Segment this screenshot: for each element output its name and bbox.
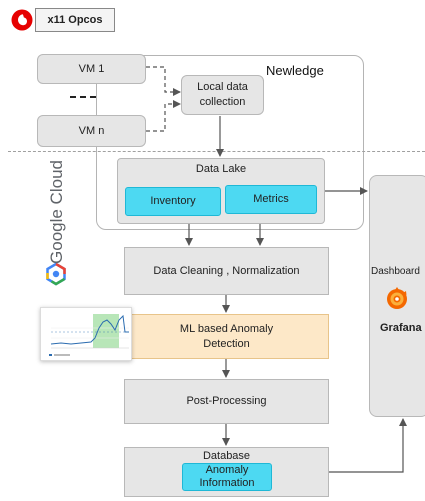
local-data-collection-box: Local data collection: [181, 75, 264, 115]
anomaly-chart-thumbnail: [40, 307, 132, 361]
google-cloud-logo-icon: [44, 262, 68, 286]
vodafone-logo-icon: [11, 9, 33, 31]
post-processing-box: Post-Processing: [124, 379, 329, 424]
vm-last-box: VM n: [37, 115, 146, 147]
database-to-dashboard-arrow: [329, 418, 407, 473]
grafana-logo-icon: [384, 285, 410, 311]
anomaly-detection-box: ML based Anomaly Detection: [124, 314, 329, 359]
metrics-box: Metrics: [225, 185, 317, 214]
anomaly-information-box: Anomaly Information: [182, 463, 272, 491]
newledge-title: Newledge: [266, 63, 324, 78]
database-title: Database: [202, 450, 251, 462]
vm-first-to-local-arrow: [146, 66, 181, 96]
vm-first-box: VM 1: [37, 54, 146, 84]
vm-ellipsis-dash: [70, 96, 96, 98]
vm-last-to-local-arrow: [146, 100, 181, 132]
inventory-box: Inventory: [125, 187, 221, 216]
opcos-label: x11 Opcos: [35, 8, 115, 32]
data-lake-title: Data Lake: [195, 163, 247, 175]
data-cleaning-box: Data Cleaning , Normalization: [124, 247, 329, 295]
dashboard-title: Dashboard: [371, 266, 420, 277]
grafana-label: Grafana: [380, 322, 422, 334]
